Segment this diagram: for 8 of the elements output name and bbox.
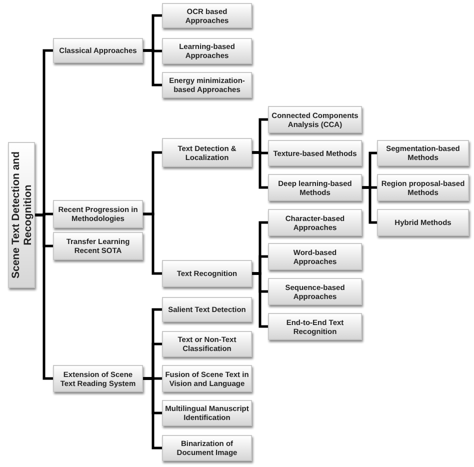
connector-line	[143, 212, 162, 275]
root-box: Scene Text Detection and Recognition	[8, 142, 35, 288]
connector-line	[143, 377, 162, 450]
connector-line	[362, 186, 377, 224]
connector-line	[252, 151, 268, 189]
connector-line	[252, 272, 268, 328]
connector-line	[143, 49, 162, 86]
connector-line	[35, 214, 53, 380]
